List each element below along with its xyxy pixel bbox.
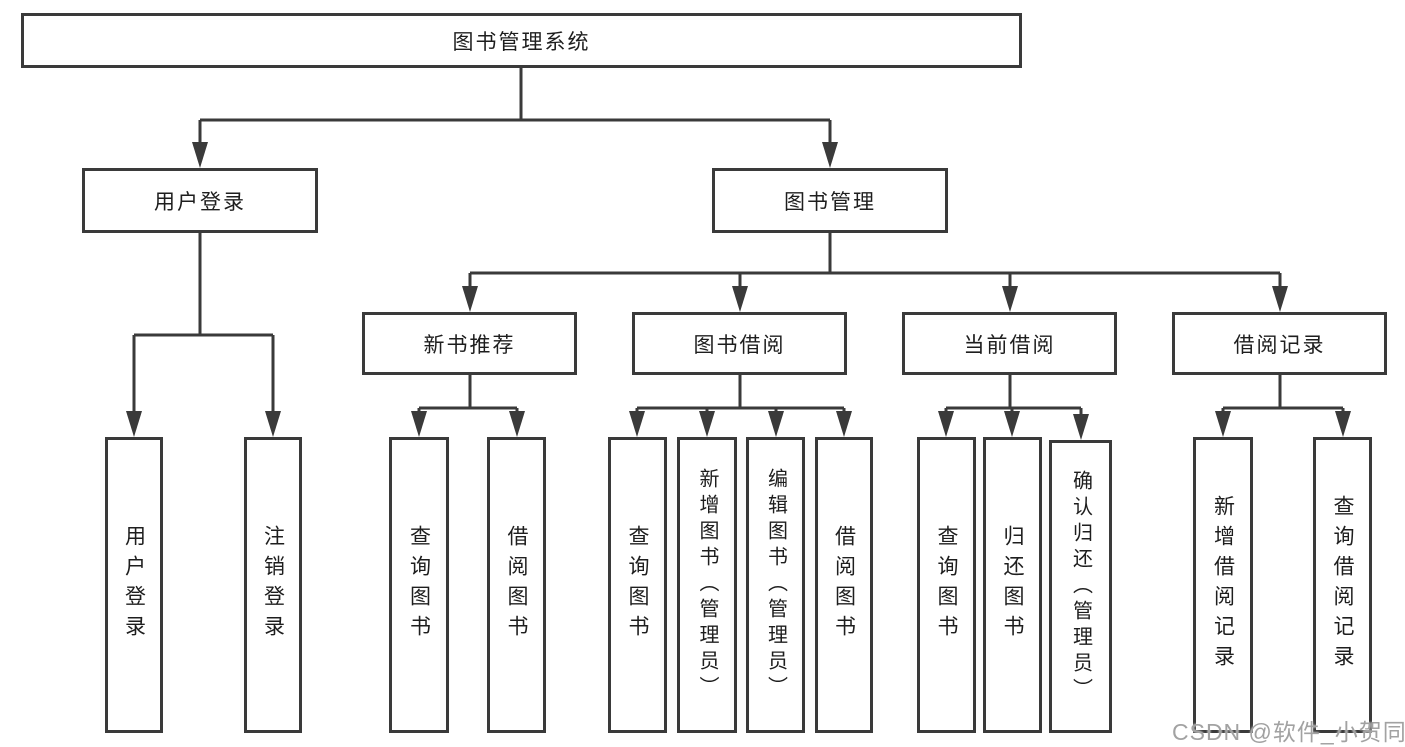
leaf-query-books-recommend: 查询图书: [389, 437, 449, 733]
leaf-add-books-admin: 新增图书（管理员）: [677, 437, 737, 733]
leaf-logout: 注销登录: [244, 437, 302, 733]
node-book-borrowing: 图书借阅: [632, 312, 847, 375]
leaf-add-borrowing-record: 新增借阅记录: [1193, 437, 1253, 733]
leaf-user-login: 用户登录: [105, 437, 163, 733]
leaf-borrow-books-recommend: 借阅图书: [487, 437, 546, 733]
leaf-query-borrowing-record: 查询借阅记录: [1313, 437, 1372, 733]
node-user-login: 用户登录: [82, 168, 318, 233]
node-new-book-recommendation: 新书推荐: [362, 312, 577, 375]
leaf-confirm-return-admin: 确认归还（管理员）: [1049, 440, 1112, 733]
leaf-query-books-current: 查询图书: [917, 437, 976, 733]
node-book-management: 图书管理: [712, 168, 948, 233]
node-borrowing-records: 借阅记录: [1172, 312, 1387, 375]
csdn-watermark: CSDN @软件_小贺同学: [1172, 719, 1405, 745]
node-root-book-management-system: 图书管理系统: [21, 13, 1022, 68]
leaf-return-books: 归还图书: [983, 437, 1042, 733]
leaf-query-books-borrowing: 查询图书: [608, 437, 667, 733]
node-current-borrowing: 当前借阅: [902, 312, 1117, 375]
connector-arrows: [126, 142, 1351, 440]
leaf-edit-books-admin: 编辑图书（管理员）: [746, 437, 805, 733]
leaf-borrow-books-borrowing: 借阅图书: [815, 437, 873, 733]
